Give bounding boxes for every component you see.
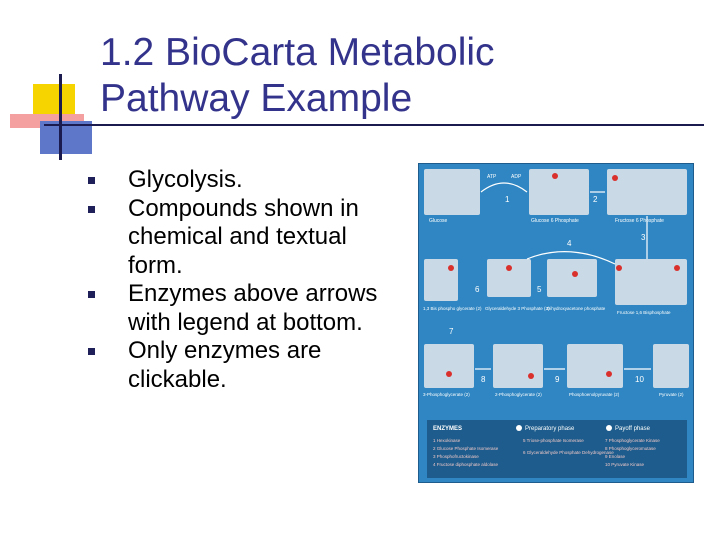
phosphate-dot xyxy=(528,373,534,379)
bullet-list: Glycolysis. Compounds shown in chemical … xyxy=(88,166,378,394)
step-10: 10 xyxy=(635,375,644,384)
step-9: 9 xyxy=(555,375,560,384)
legend-enzyme-4: 4 Fructose diphosphate aldolase xyxy=(433,462,499,467)
step-1: 1 xyxy=(505,195,510,204)
phosphate-dot xyxy=(506,265,512,271)
label-glyceraldehyde-3-phosphate: Glyceraldehyde 3 Phosphate (2) xyxy=(485,306,550,311)
slide-title: 1.2 BioCarta Metabolic Pathway Example xyxy=(100,30,700,122)
decor-horizontal-line xyxy=(44,124,704,126)
square-bullet-icon xyxy=(88,348,95,355)
step-5: 5 xyxy=(537,285,542,294)
molecule-panel-dihydroxyacetone xyxy=(547,259,597,297)
molecule-panel-fructose-6-phosphate xyxy=(607,169,687,215)
phosphate-dot xyxy=(448,265,454,271)
phosphate-dot xyxy=(572,271,578,277)
molecule-panel-glucose xyxy=(424,169,480,215)
molecule-panel-glyceraldehyde xyxy=(487,259,531,297)
bullet-text: Compounds shown in chemical and textual … xyxy=(128,194,359,279)
phosphate-dot xyxy=(674,265,680,271)
step-6: 6 xyxy=(475,285,480,294)
legend-panel xyxy=(427,420,687,478)
legend-preparatory-phase: Preparatory phase xyxy=(525,426,575,432)
legend-enzyme-7: 7 Phosphoglycerate Kinase xyxy=(605,438,660,443)
legend-payoff-dot xyxy=(606,425,612,431)
molecule-panel-pyruvate xyxy=(653,344,689,388)
legend-enzymes-heading: ENZYMES xyxy=(433,426,462,432)
decor-blue-square xyxy=(40,121,92,154)
legend-enzyme-5: 5 Triose-phosphate Isomerase xyxy=(523,438,584,443)
bullet-text: Only enzymes are clickable. xyxy=(128,337,322,393)
legend-enzyme-10: 10 Pyruvate Kinase xyxy=(605,462,645,467)
legend-enzyme-2: 2 Glucose Phosphate Isomerase xyxy=(433,446,499,451)
label-adp: ADP xyxy=(511,174,522,180)
label-pyruvate: Pyruvate (2) xyxy=(659,392,684,397)
square-bullet-icon xyxy=(88,205,95,213)
step-3: 3 xyxy=(641,233,646,242)
phosphate-dot xyxy=(616,265,622,271)
arrow-step-1 xyxy=(480,182,528,193)
slide-title-line2: Pathway Example xyxy=(100,77,413,120)
label-bisphosphoglycerate: 1,3 Bis phospho glycerate (2) xyxy=(423,306,482,311)
label-fructose-6-phosphate: Fructose 6 Phosphate xyxy=(615,218,664,224)
bullet-text: Glycolysis. xyxy=(128,166,243,193)
phosphate-dot xyxy=(552,173,558,179)
label-glucose-6-phosphate: Glucose 6 Phosphate xyxy=(531,218,579,224)
phosphate-dot xyxy=(612,175,618,181)
phosphate-dot xyxy=(446,371,452,377)
molecule-panel-3-phosphoglycerate xyxy=(424,344,474,388)
molecule-panel-2-phosphoglycerate xyxy=(493,344,543,388)
decor-vertical-line xyxy=(59,74,62,160)
molecule-panel-phosphoenolpyruvate xyxy=(567,344,623,388)
bullet-text: Enzymes above arrows with legend at bott… xyxy=(128,280,378,336)
label-glucose: Glucose xyxy=(429,218,448,224)
molecule-panel-bisphosphoglycerate xyxy=(424,259,458,301)
bullet-item: Enzymes above arrows with legend at bott… xyxy=(88,280,378,337)
label-dihydroxyacetone-phosphate: Dihydroxyacetone phosphate xyxy=(547,306,606,311)
slide-title-line1: 1.2 BioCarta Metabolic xyxy=(100,31,495,74)
label-phosphoenolpyruvate: Phosphoenolpyruvate (2) xyxy=(569,392,620,397)
step-7: 7 xyxy=(449,327,454,336)
legend-payoff-phase: Payoff phase xyxy=(615,426,651,432)
step-2: 2 xyxy=(593,195,598,204)
phosphate-dot xyxy=(606,371,612,377)
bullet-item: Only enzymes are clickable. xyxy=(88,337,378,394)
label-3-phosphoglycerate: 3-Phosphoglycerate (2) xyxy=(423,392,470,397)
step-4: 4 xyxy=(567,239,572,248)
bullet-item: Compounds shown in chemical and textual … xyxy=(88,195,378,281)
molecule-panel-glucose-6-phosphate xyxy=(529,169,589,215)
legend-enzyme-8: 8 Phosphoglyceromutase xyxy=(605,446,656,451)
square-bullet-icon xyxy=(88,291,95,298)
legend-enzyme-9: 9 Enolase xyxy=(605,454,626,459)
legend-preparatory-dot xyxy=(516,425,522,431)
legend-enzyme-3: 3 Phosphofructokinase xyxy=(433,454,479,459)
molecule-panel-fructose-bisphosphate xyxy=(615,259,687,305)
label-atp: ATP xyxy=(487,174,497,180)
arrow-step-4 xyxy=(526,251,616,265)
label-fructose-bisphosphate: Fructose 1,6 Bisphosphate xyxy=(617,310,671,315)
step-8: 8 xyxy=(481,375,486,384)
legend-enzyme-1: 1 Hexokinase xyxy=(433,438,461,443)
bullet-item: Glycolysis. xyxy=(88,166,378,195)
square-bullet-icon xyxy=(88,177,95,184)
glycolysis-pathway-image: ATP ADP Glucose Glucose 6 Phosphate Fruc… xyxy=(418,163,694,483)
legend-enzyme-6: 6 Glyceraldehyde Phosphate Dehydrogenase xyxy=(523,450,614,455)
label-2-phosphoglycerate: 2-Phosphoglycerate (2) xyxy=(495,392,542,397)
